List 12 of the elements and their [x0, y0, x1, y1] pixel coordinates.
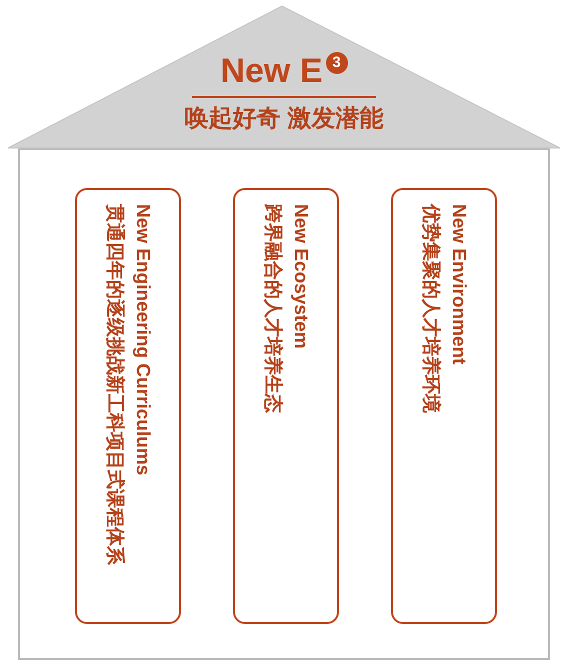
pillar-title: 跨界融合的人才培养生态: [261, 204, 284, 415]
pillar-title: 优势集聚的人才培养环境: [419, 204, 442, 415]
house-body: [18, 148, 550, 660]
title-slogan: 唤起好奇 激发潜能: [184, 104, 384, 134]
pillar-subtitle: New Engineering Curriculums: [131, 204, 154, 478]
title-heading: New E$^{3}$: [6, 52, 562, 91]
pillar-card: [391, 188, 497, 624]
pillar-subtitle: New Environment: [447, 204, 470, 366]
pillar-card: [75, 188, 181, 624]
pillar-title: 贯通四年的逐级挑战新工科项目式课程体系: [103, 204, 126, 567]
pillar-subtitle: New Ecosystem: [289, 204, 312, 351]
pillar-card: [233, 188, 339, 624]
